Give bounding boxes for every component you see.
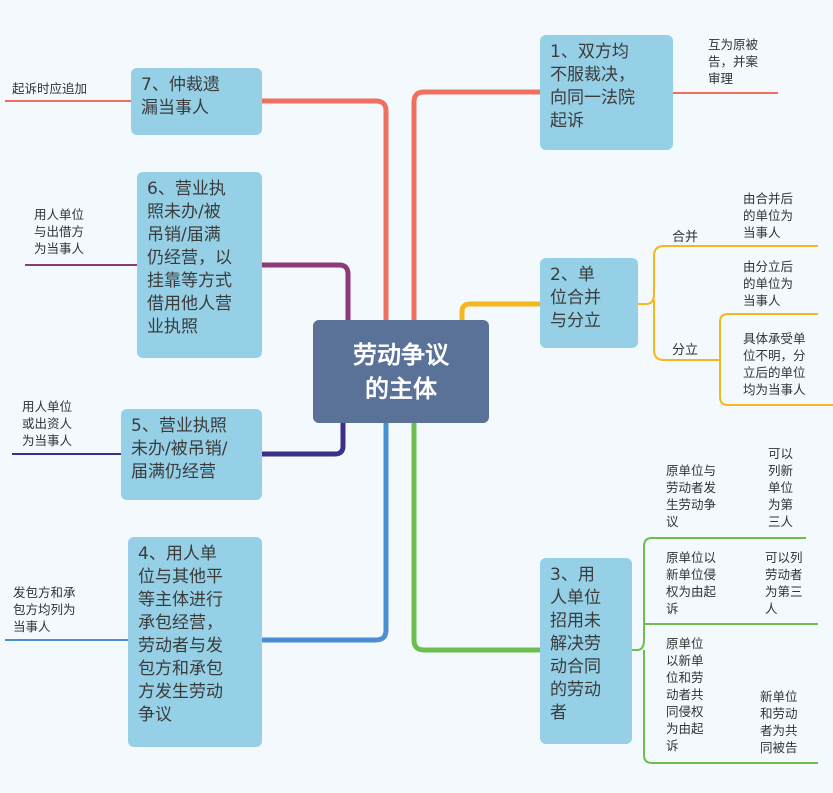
branch-2-split-leaf-2: 具体承受单 位不明，分 立后的单位 均为当事人 bbox=[743, 331, 806, 397]
link-center-b3 bbox=[411, 423, 540, 653]
branch-3-case-1-result: 可以 列新 单位 为第 三人 bbox=[768, 446, 794, 529]
branch-2-split-leaf-1: 由分立后 的单位为 当事人 bbox=[743, 259, 794, 308]
link-center-b6 bbox=[262, 262, 351, 320]
branch-3-unresolved-contract[interactable]: 3、用 人单位 招用未 解决劳 动合同 的劳动 者 bbox=[540, 558, 632, 744]
branch-2-merge-leaf: 由合并后 的单位为 当事人 bbox=[743, 191, 794, 240]
link-center-b2 bbox=[459, 301, 540, 320]
branch-2-split-label: 分立 bbox=[672, 343, 699, 358]
branch-3-case-3-result: 新单位 和劳动 者为共 同被告 bbox=[760, 689, 798, 755]
link-b3-case3 bbox=[643, 650, 818, 764]
link-center-b7 bbox=[262, 98, 389, 320]
branch-4-contracting[interactable]: 4、用人单 位与其他平 等主体进行 承包经营， 劳动者与发 包方和承包 方发生劳… bbox=[128, 537, 262, 747]
branch-2-merge-label: 合并 bbox=[672, 230, 699, 245]
link-split-leaf2 bbox=[719, 360, 833, 406]
branch-1-leaf: 互为原被 告，并案 审理 bbox=[708, 37, 759, 86]
link-center-b4 bbox=[262, 423, 389, 643]
branch-6-license-borrowed[interactable]: 6、营业执 照未办/被 吊销/届满 仍经营，以 挂靠等方式 借用他人营 业执照 bbox=[137, 172, 262, 358]
branch-5-leaf: 用人单位 或出资人 为当事人 bbox=[22, 399, 73, 448]
link-split-leaf1 bbox=[719, 313, 818, 360]
link-b3-case1 bbox=[632, 537, 806, 651]
branch-7-omitted-party[interactable]: 7、仲裁遗 漏当事人 bbox=[131, 68, 262, 135]
link-b2-merge bbox=[638, 245, 818, 305]
branch-3-case-2: 原单位以 新单位侵 权为由起 诉 bbox=[666, 550, 717, 616]
branch-5-license-invalid[interactable]: 5、营业执照 未办/被吊销/ 届满仍经营 bbox=[121, 409, 262, 500]
branch-6-leaf: 用人单位 与出借方 为当事人 bbox=[34, 207, 85, 256]
link-center-b1 bbox=[411, 89, 540, 320]
branch-2-merger-split[interactable]: 2、单 位合并 与分立 bbox=[540, 258, 638, 348]
branch-1-dual-appeal[interactable]: 1、双方均 不服裁决， 向同一法院 起诉 bbox=[540, 35, 673, 150]
branch-3-case-2-result: 可以列 劳动者 为第三 人 bbox=[765, 550, 803, 616]
link-b2-split bbox=[653, 300, 720, 361]
branch-3-case-1: 原单位与 劳动者发 生劳动争 议 bbox=[666, 463, 717, 529]
central-topic[interactable]: 劳动争议 的主体 bbox=[313, 320, 489, 423]
branch-4-leaf: 发包方和承 包方均列为 当事人 bbox=[13, 585, 76, 634]
link-center-b5 bbox=[262, 423, 346, 457]
branch-3-case-3: 原单位 以新单 位和劳 动者共 同侵权 为由起 诉 bbox=[666, 636, 704, 753]
branch-7-leaf: 起诉时应追加 bbox=[12, 81, 88, 96]
